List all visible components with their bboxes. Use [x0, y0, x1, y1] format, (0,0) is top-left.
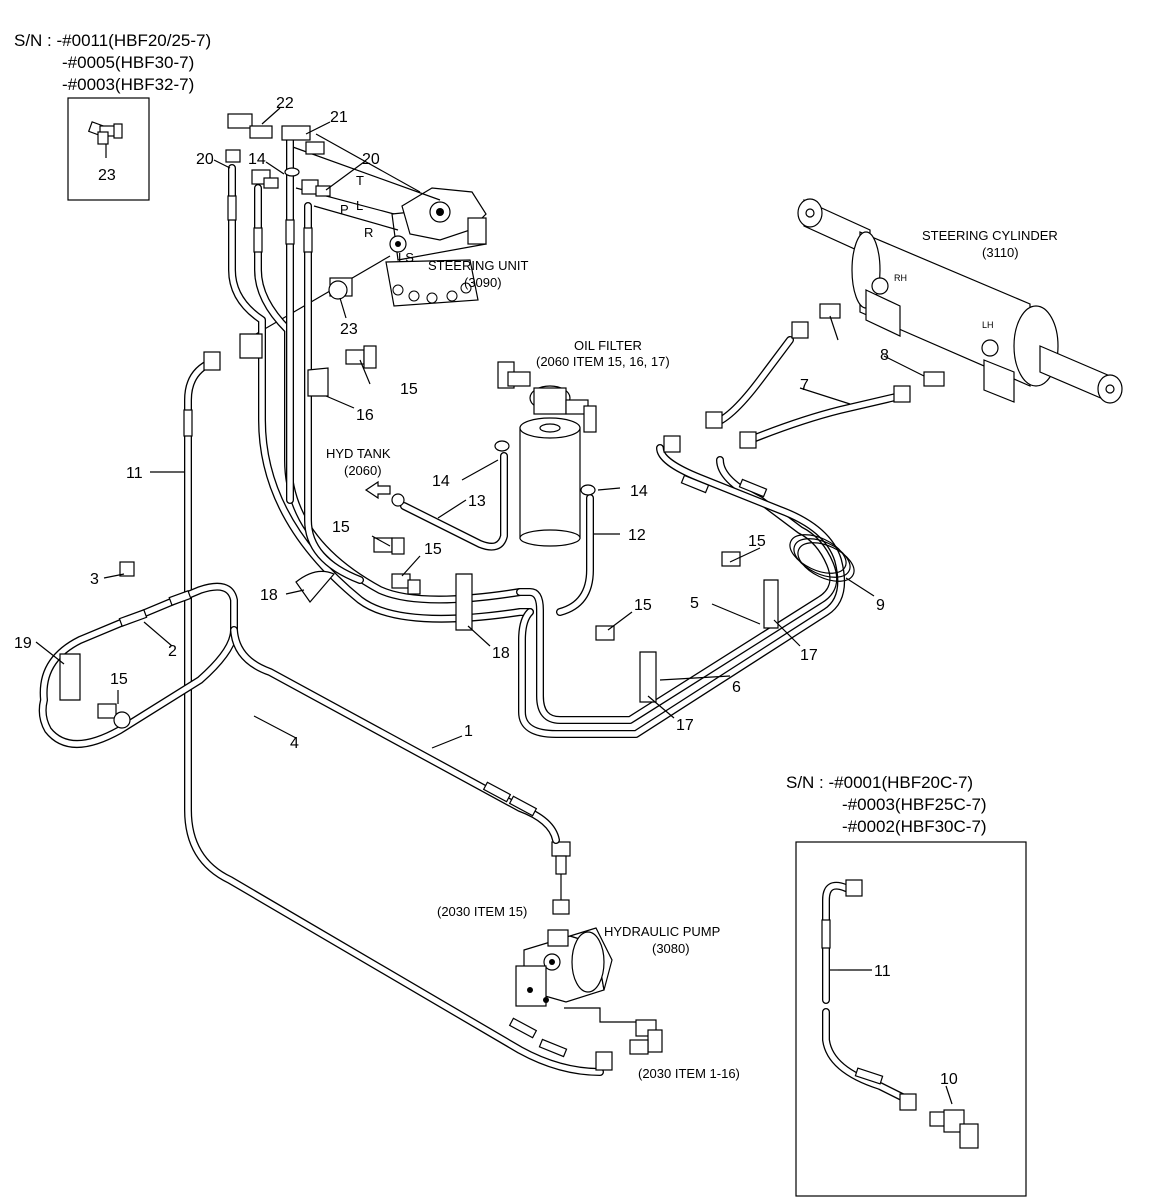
- callout-15-a: 15: [400, 381, 418, 398]
- callout-15-e: 15: [634, 597, 652, 614]
- pump-elbow-fitting: [629, 1019, 663, 1055]
- port-label-r: R: [364, 225, 373, 240]
- hose-crimp-sleeves: [118, 195, 768, 1058]
- pump-item-15-ref: (2030 ITEM 15): [437, 904, 527, 919]
- tube-12: [556, 494, 594, 616]
- cylinder-lh-label: LH: [982, 320, 994, 330]
- callout-11-inset: 11: [874, 963, 891, 980]
- clamps: [59, 333, 779, 703]
- callout-15-d: 15: [748, 533, 766, 550]
- callout-14-mid: 14: [432, 473, 450, 490]
- serial-line-2: -#0005(HBF30-7): [62, 53, 194, 72]
- callout-8: 8: [880, 347, 889, 364]
- port-label-l: L: [356, 198, 363, 213]
- port-label-t: T: [356, 173, 364, 188]
- callout-17-right: 17: [800, 647, 818, 664]
- serial-number-block-top: S/N : -#0011(HBF20/25-7) -#0005(HBF30-7)…: [14, 31, 211, 94]
- callout-12: 12: [628, 527, 646, 544]
- serial-line-3: -#0003(HBF32-7): [62, 75, 194, 94]
- callout-15-f: 15: [110, 671, 128, 688]
- callout-23: 23: [340, 321, 358, 338]
- callout-2: 2: [168, 643, 177, 660]
- callout-18-right: 18: [492, 645, 510, 662]
- inset-box-bottom: 11 10: [795, 841, 1027, 1197]
- leader-lines: [35, 107, 953, 1105]
- callout-18-left: 18: [260, 587, 278, 604]
- callout-20-left: 20: [196, 151, 214, 168]
- callout-14-top: 14: [248, 151, 266, 168]
- callout-20-right: 20: [362, 151, 380, 168]
- callout-21: 21: [330, 109, 348, 126]
- serial-bottom-line-1: S/N : -#0001(HBF20C-7): [786, 773, 973, 792]
- callout-numbers: 22 21 20 14 20 23 15 16 11 14 14 13 12 1…: [14, 95, 889, 752]
- pump-item-1-16-ref: (2030 ITEM 1-16): [638, 1066, 740, 1081]
- callout-15-b: 15: [332, 519, 350, 536]
- hyd-tank-name: HYD TANK: [326, 446, 391, 461]
- callout-9: 9: [876, 597, 885, 614]
- hose-4: [38, 582, 238, 748]
- steering-cylinder-name: STEERING CYLINDER: [922, 228, 1058, 243]
- callout-19: 19: [14, 635, 32, 652]
- callout-16: 16: [356, 407, 374, 424]
- callout-5: 5: [690, 595, 699, 612]
- hose-11: [184, 358, 604, 1076]
- hose-1: [230, 626, 560, 844]
- fittings-steering: [97, 113, 945, 1071]
- callout-23-inset: 23: [98, 167, 116, 184]
- callout-15-c: 15: [424, 541, 442, 558]
- hydraulic-pump-name: HYDRAULIC PUMP: [604, 924, 720, 939]
- callout-22: 22: [276, 95, 294, 112]
- callout-1: 1: [464, 723, 473, 740]
- oil-filter-ref: (2060 ITEM 15, 16, 17): [536, 354, 670, 369]
- callout-10-inset: 10: [940, 1071, 958, 1088]
- inset-hose-11: [821, 879, 917, 1111]
- serial-number-block-bottom: S/N : -#0001(HBF20C-7) -#0003(HBF25C-7) …: [786, 773, 987, 836]
- callout-7: 7: [800, 377, 809, 394]
- inset-elbow-10: [929, 1109, 979, 1149]
- callout-11: 11: [126, 465, 143, 482]
- steering-cylinder: [797, 198, 1123, 404]
- oil-filter-name: OIL FILTER: [574, 338, 642, 353]
- callout-13: 13: [468, 493, 486, 510]
- tube-13: [400, 452, 508, 551]
- tube-20-right: [304, 202, 364, 584]
- coil-9: [789, 534, 855, 582]
- callout-3: 3: [90, 571, 99, 588]
- tube-6: [518, 444, 845, 738]
- arrow-icon: [364, 480, 391, 500]
- hydraulic-pump-ref: (3080): [652, 941, 690, 956]
- callout-17-bottom: 17: [676, 717, 694, 734]
- inset-box-top: 23: [67, 97, 150, 201]
- elbow-fitting-icon: [87, 121, 123, 145]
- callout-6: 6: [732, 679, 741, 696]
- hyd-tank-ref: (2060): [344, 463, 382, 478]
- steering-unit: [385, 187, 487, 307]
- hydraulic-pump: [515, 927, 613, 1007]
- steering-cylinder-ref: (3110): [982, 245, 1019, 260]
- serial-line-1: S/N : -#0011(HBF20/25-7): [14, 31, 211, 50]
- oil-filter: [497, 361, 597, 547]
- callout-4: 4: [290, 735, 299, 752]
- serial-bottom-line-2: -#0003(HBF25C-7): [842, 795, 987, 814]
- port-label-ls: LS: [398, 250, 414, 265]
- hose-20-left: [228, 164, 534, 623]
- steering-unit-ref: (3090): [464, 275, 502, 290]
- port-label-p: P: [340, 202, 349, 217]
- pump-inlet-fitting: [551, 841, 571, 915]
- cylinder-rh-label: RH: [894, 273, 907, 283]
- callout-14-right: 14: [630, 483, 648, 500]
- steering-unit-name: STEERING UNIT: [428, 258, 528, 273]
- serial-bottom-line-3: -#0002(HBF30C-7): [842, 817, 987, 836]
